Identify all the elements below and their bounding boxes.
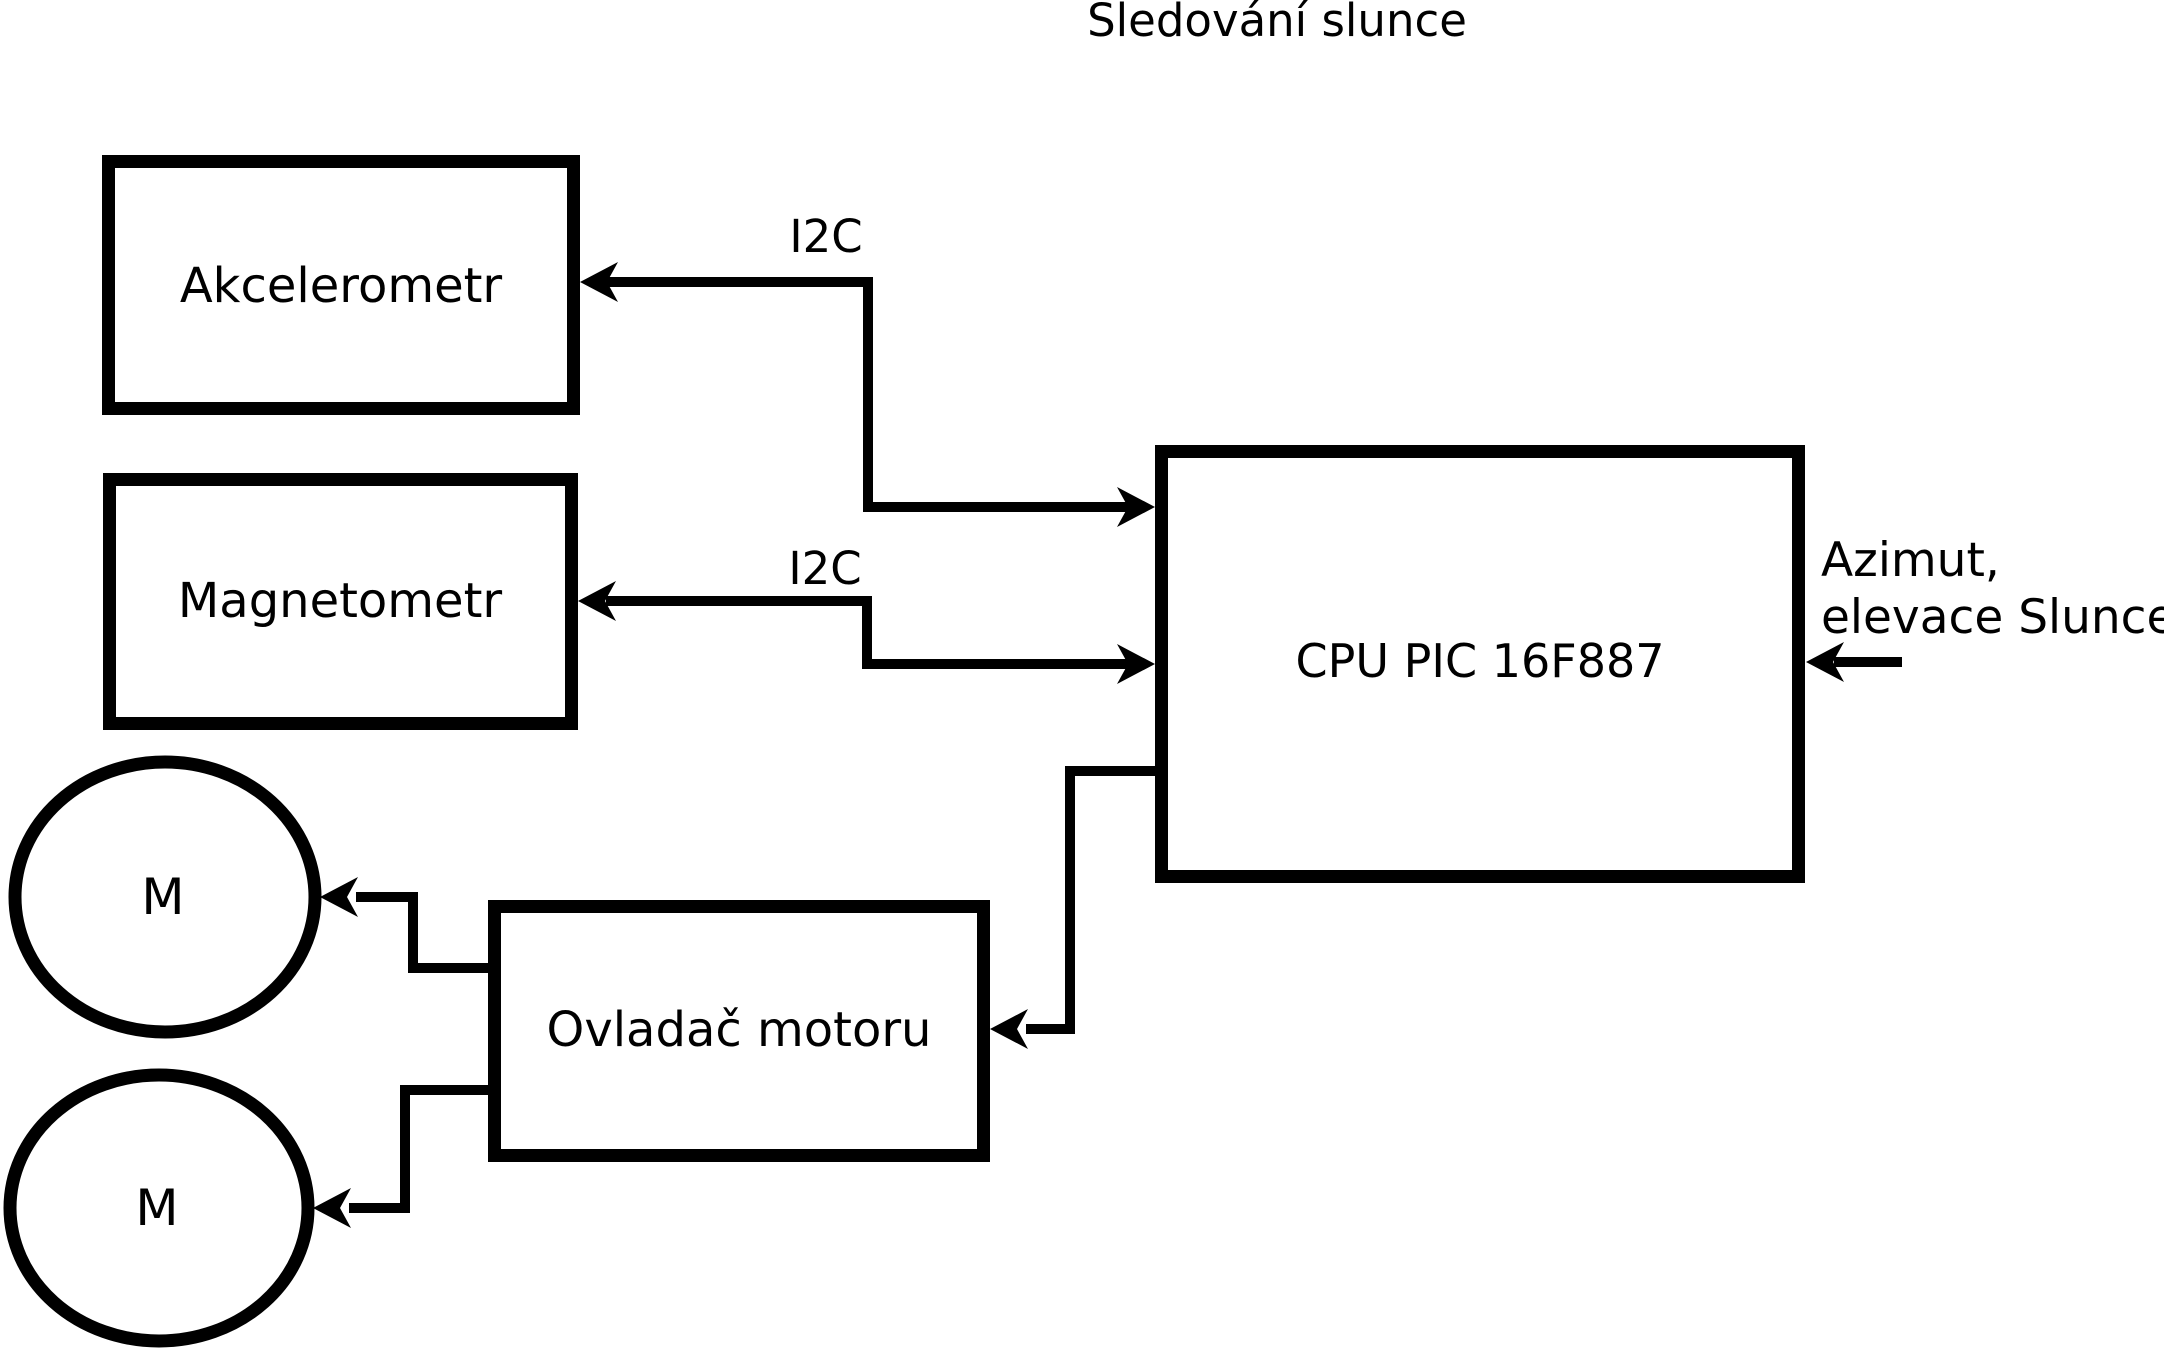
azimut-label-line1: Azimut, [1821,533,2000,588]
i2c-magnetometr-label: I2C [788,542,861,595]
cpu-label: CPU PIC 16F887 [1296,634,1665,688]
motor1-circle [8,755,322,1039]
arrowhead-into-cpu-top [1117,487,1155,527]
akcelerometr-box [102,155,580,415]
arrowhead-into-motor2 [313,1188,351,1228]
cpu-box [1155,445,1805,883]
diagram-title: Sledování slunce [1087,0,1467,47]
azimut-label-line2: elevace Slunce [1821,590,2164,645]
arrowhead-into-cpu-bottom [1117,644,1155,684]
motor2-circle [3,1068,315,1348]
arrowhead-into-magnetometr [578,581,616,621]
arrowhead-into-cpu-right [1806,642,1844,682]
akcelerometr-label: Akcelerometr [180,258,503,314]
driver-to-motor2-line [349,1085,492,1213]
motor2-label: M [135,1179,178,1237]
i2c-akcelerometr-label: I2C [789,210,862,263]
motor1-label: M [141,868,184,926]
i2c-magnetometr-line [606,596,1128,669]
driver-to-motor1-line [356,892,492,973]
cpu-to-driver-line [1026,766,1160,1034]
arrowhead-into-driver [990,1009,1028,1049]
magnetometr-box [103,473,578,730]
motor-driver-box [488,900,990,1162]
motor-driver-label: Ovladač motoru [547,1002,932,1058]
i2c-akcelerometr-line [607,277,1128,512]
arrowhead-into-motor1 [320,877,358,917]
arrowhead-into-akcelerometr [580,262,618,302]
magnetometr-label: Magnetometr [178,573,503,629]
